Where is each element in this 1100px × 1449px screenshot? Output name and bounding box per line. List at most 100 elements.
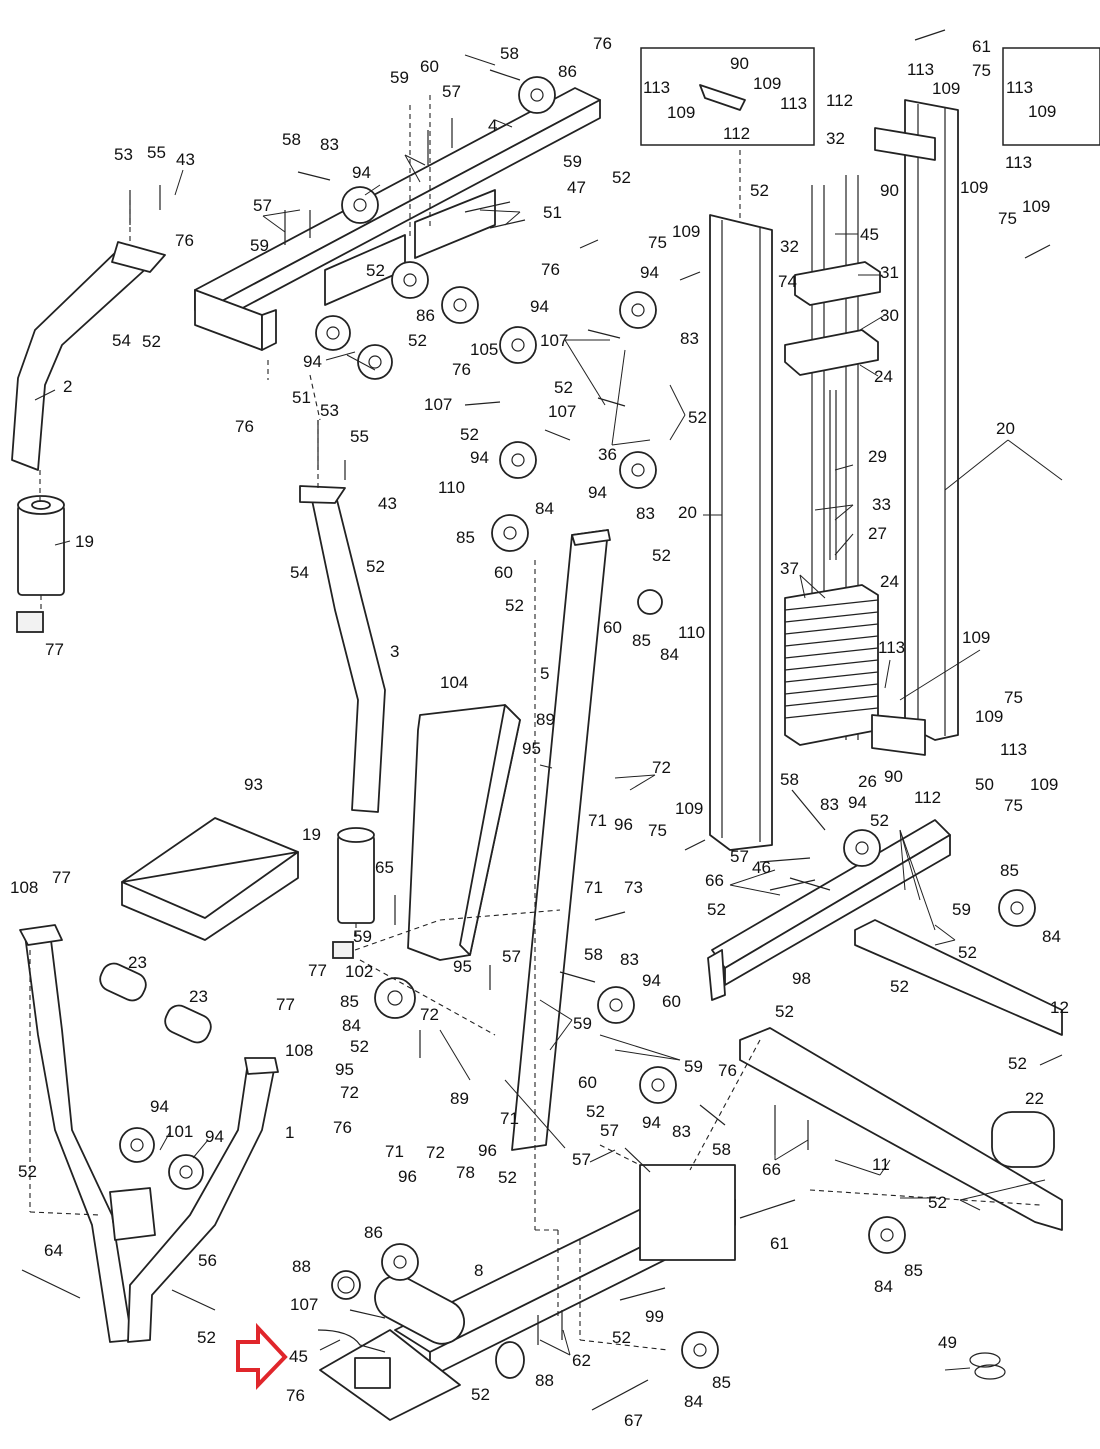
callout-94: 94 <box>150 1097 169 1116</box>
callout-52: 52 <box>197 1328 216 1347</box>
callout-60: 60 <box>578 1073 597 1092</box>
callout-86: 86 <box>364 1223 383 1242</box>
callout-60: 60 <box>603 618 622 637</box>
callout-94: 94 <box>848 793 867 812</box>
callout-47: 47 <box>567 178 586 197</box>
callout-83: 83 <box>680 329 699 348</box>
callout-26: 26 <box>858 772 877 791</box>
callout-94: 94 <box>530 297 549 316</box>
callout-30: 30 <box>880 306 899 325</box>
callout-59: 59 <box>250 236 269 255</box>
callout-46: 46 <box>752 858 771 877</box>
callout-59: 59 <box>573 1014 592 1033</box>
callout-85: 85 <box>712 1373 731 1392</box>
callout-66: 66 <box>705 871 724 890</box>
callout-88: 88 <box>292 1257 311 1276</box>
callout-109: 109 <box>960 178 988 197</box>
callout-52: 52 <box>18 1162 37 1181</box>
callout-72: 72 <box>340 1083 359 1102</box>
callout-77: 77 <box>52 868 71 887</box>
callout-52: 52 <box>612 1328 631 1347</box>
callout-59: 59 <box>353 927 372 946</box>
callout-113: 113 <box>780 94 807 113</box>
callout-19: 19 <box>75 532 94 551</box>
callout-94: 94 <box>470 448 489 467</box>
callout-75: 75 <box>1004 688 1023 707</box>
callout-65: 65 <box>375 858 394 877</box>
callout-52: 52 <box>958 943 977 962</box>
callout-55: 55 <box>350 427 369 446</box>
callout-89: 89 <box>450 1089 469 1108</box>
callout-53: 53 <box>114 145 133 164</box>
callout-61: 61 <box>972 37 991 56</box>
callout-52: 52 <box>928 1193 947 1212</box>
callout-98: 98 <box>792 969 811 988</box>
callout-107: 107 <box>424 395 452 414</box>
callout-109: 109 <box>753 74 781 93</box>
callout-58: 58 <box>712 1140 731 1159</box>
callout-52: 52 <box>612 168 631 187</box>
callout-27: 27 <box>868 524 887 543</box>
callout-52: 52 <box>707 900 726 919</box>
callout-94: 94 <box>642 1113 661 1132</box>
callout-5: 5 <box>540 664 549 683</box>
callout-94: 94 <box>640 263 659 282</box>
callout-88: 88 <box>535 1371 554 1390</box>
callout-113: 113 <box>907 60 934 79</box>
callout-76: 76 <box>718 1061 737 1080</box>
callout-12: 12 <box>1050 998 1069 1017</box>
callout-110: 110 <box>438 478 465 497</box>
callout-52: 52 <box>460 425 479 444</box>
callout-113: 113 <box>878 638 905 657</box>
callout-77: 77 <box>45 640 64 659</box>
callout-58: 58 <box>584 945 603 964</box>
callout-95: 95 <box>522 739 541 758</box>
callout-76: 76 <box>593 34 612 53</box>
callout-59: 59 <box>563 152 582 171</box>
bracket-112-detail <box>699 84 746 111</box>
callout-102: 102 <box>345 962 373 981</box>
callout-112: 112 <box>914 788 941 807</box>
callout-73: 73 <box>624 878 643 897</box>
callout-31: 31 <box>880 263 899 282</box>
callout-59: 59 <box>952 900 971 919</box>
callout-83: 83 <box>620 950 639 969</box>
callout-85: 85 <box>340 992 359 1011</box>
callout-94: 94 <box>588 483 607 502</box>
callout-89: 89 <box>536 710 555 729</box>
callout-45: 45 <box>289 1347 308 1366</box>
callout-20: 20 <box>996 419 1015 438</box>
callout-60: 60 <box>662 992 681 1011</box>
callout-72: 72 <box>426 1143 445 1162</box>
callout-107: 107 <box>290 1295 318 1314</box>
callout-105: 105 <box>470 340 498 359</box>
callout-43: 43 <box>378 494 397 513</box>
callout-93: 93 <box>244 775 263 794</box>
callout-24: 24 <box>880 572 899 591</box>
callout-113: 113 <box>1000 740 1027 759</box>
callout-113: 113 <box>1006 78 1033 97</box>
callout-113: 113 <box>1005 153 1032 172</box>
callout-36: 36 <box>598 445 617 464</box>
callout-52: 52 <box>505 596 524 615</box>
callout-84: 84 <box>1042 927 1061 946</box>
callout-62: 62 <box>572 1351 591 1370</box>
callout-55: 55 <box>147 143 166 162</box>
callout-52: 52 <box>1008 1054 1027 1073</box>
weight-plates <box>784 584 879 746</box>
callout-23: 23 <box>189 987 208 1006</box>
callout-76: 76 <box>235 417 254 436</box>
callout-107: 107 <box>548 402 576 421</box>
callout-112: 112 <box>826 91 853 110</box>
callout-96: 96 <box>398 1167 417 1186</box>
callout-83: 83 <box>320 135 339 154</box>
callout-77: 77 <box>308 961 327 980</box>
callout-75: 75 <box>998 209 1017 228</box>
callout-90: 90 <box>884 767 903 786</box>
callout-52: 52 <box>366 557 385 576</box>
leader-lines <box>34 54 1063 1371</box>
callout-75: 75 <box>972 61 991 80</box>
callout-113: 113 <box>643 78 670 97</box>
callout-84: 84 <box>684 1392 703 1411</box>
callout-64: 64 <box>44 1241 63 1260</box>
